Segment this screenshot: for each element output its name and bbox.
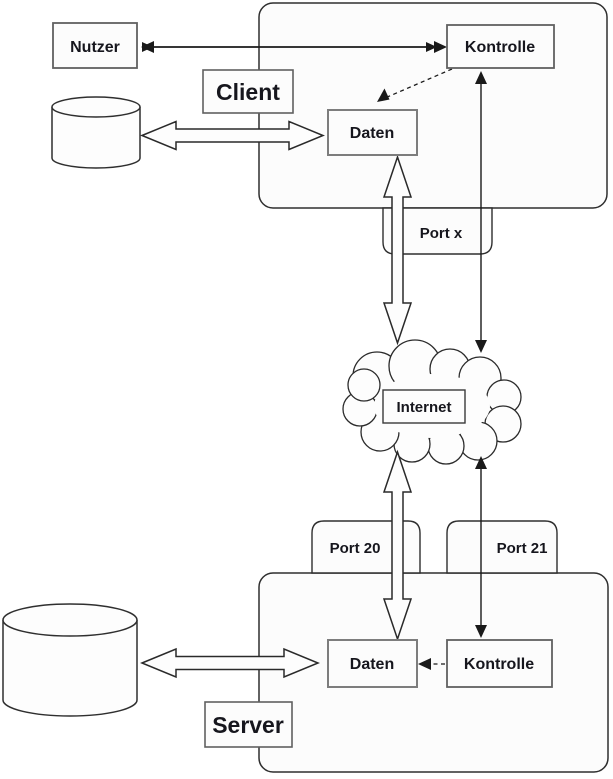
- server-daten-box: [327, 639, 418, 688]
- client-storage-cylinder: [51, 96, 141, 169]
- client-kontrolle-box: [446, 24, 555, 69]
- client-kontrolle-daten-dashed: [384, 68, 453, 99]
- internet-label: Internet: [396, 399, 451, 416]
- internet-box: [382, 389, 466, 424]
- client-daten-cloud-arrow: [382, 154, 413, 346]
- nutzer-arrowhead: [141, 41, 154, 53]
- port-x-tab: [382, 207, 493, 255]
- client-daten-label: Daten: [350, 125, 394, 142]
- server-storage-cylinder: [2, 603, 138, 717]
- port-21-label: Port 21: [497, 540, 548, 557]
- server-container: [258, 572, 609, 773]
- port-20-label: Port 20: [330, 540, 381, 557]
- client-daten-box: [327, 109, 418, 156]
- server-daten-label: Daten: [350, 656, 394, 673]
- server-control-up-arrowhead: [475, 456, 487, 469]
- nutzer-label: Nutzer: [70, 39, 120, 56]
- server-control-down-arrowhead: [475, 625, 487, 638]
- client-storage-daten-arrow: [140, 120, 325, 151]
- client-label: Client: [216, 79, 280, 105]
- nutzer-box: [52, 22, 138, 69]
- server-storage-daten-arrow: [140, 647, 320, 679]
- server-kontrolle-label: Kontrolle: [464, 656, 534, 673]
- kontrolle-arrowhead: [434, 41, 447, 53]
- server-kontrolle-box: [446, 639, 553, 688]
- client-label-box: [202, 69, 294, 114]
- server-label: Server: [212, 712, 284, 738]
- port-21-tab: [446, 520, 558, 574]
- server-label-box: [204, 701, 293, 748]
- port-x-label: Port x: [420, 225, 463, 242]
- server-dashed-arrowhead: [418, 658, 431, 670]
- client-dashed-arrowhead: [377, 88, 390, 102]
- client-kontrolle-label: Kontrolle: [465, 39, 535, 56]
- client-control-up-arrowhead: [475, 71, 487, 84]
- client-control-down-arrowhead: [475, 340, 487, 353]
